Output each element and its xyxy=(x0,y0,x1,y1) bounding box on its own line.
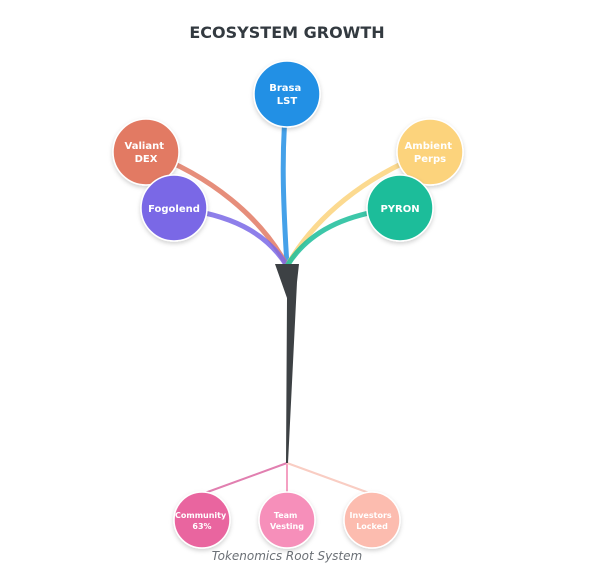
node-circle xyxy=(396,118,464,186)
node-brasa: Brasa LST xyxy=(253,60,321,128)
root-connector-investors xyxy=(286,462,373,495)
node-circle xyxy=(343,491,401,549)
node-fogolend: Fogolend xyxy=(140,174,208,242)
node-label-line: Ambient xyxy=(405,141,453,152)
node-label: Fogolend xyxy=(148,204,200,215)
node-label-line: Locked xyxy=(356,522,388,531)
node-label: PYRON xyxy=(380,204,419,215)
node-label-line: DEX xyxy=(135,154,158,165)
node-label-line: Investors xyxy=(350,511,392,520)
node-label-line: Community xyxy=(175,511,227,520)
node-label-line: Vesting xyxy=(270,522,304,531)
node-ambient: Ambient Perps xyxy=(396,118,464,186)
root-connectors xyxy=(201,462,373,495)
node-label: Community 63% xyxy=(175,511,229,531)
root-connector-community xyxy=(201,462,288,495)
node-circle xyxy=(173,491,231,549)
node-label: Valiant DEX xyxy=(125,141,168,165)
trunk xyxy=(275,264,299,463)
node-label-line: Brasa xyxy=(269,83,301,94)
node-label: Investors Locked xyxy=(350,511,395,531)
node-label-line: Perps xyxy=(414,154,446,165)
node-label-line: Team xyxy=(274,511,298,520)
root-node-community: Community 63% xyxy=(173,491,231,549)
node-valiant: Valiant DEX xyxy=(112,118,180,186)
node-circle xyxy=(112,118,180,186)
node-label-line: LST xyxy=(277,96,298,107)
node-circle xyxy=(366,174,434,242)
node-label: Ambient Perps xyxy=(405,141,456,165)
node-circle xyxy=(253,60,321,128)
node-circle xyxy=(258,491,316,549)
root-node-investors: Investors Locked xyxy=(343,491,401,549)
diagram-title: ECOSYSTEM GROWTH xyxy=(189,23,384,42)
node-label: Team Vesting xyxy=(270,511,304,531)
node-circle xyxy=(140,174,208,242)
node-label-line: Fogolend xyxy=(148,204,200,215)
node-label-line: Valiant xyxy=(125,141,165,152)
node-label: Brasa LST xyxy=(269,83,305,107)
diagram-caption: Tokenomics Root System xyxy=(212,549,362,563)
node-label-line: 63% xyxy=(192,522,211,531)
node-pyron: PYRON xyxy=(366,174,434,242)
root-node-team: Team Vesting xyxy=(258,491,316,549)
node-label-line: PYRON xyxy=(380,204,419,215)
